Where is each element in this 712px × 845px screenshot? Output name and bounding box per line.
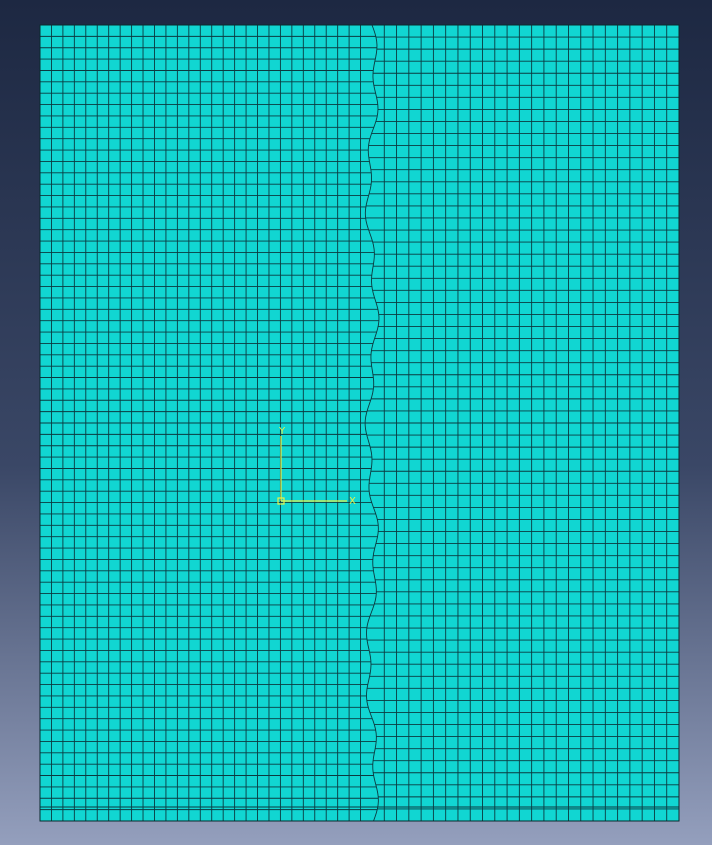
triad-x-label: X	[349, 496, 356, 507]
mesh-grid	[40, 24, 679, 822]
part-mesh-border	[39, 24, 680, 822]
triad-origin-marker	[277, 497, 285, 505]
coordinate-triad: X Y	[277, 426, 356, 507]
triad-y-label: Y	[278, 426, 286, 437]
